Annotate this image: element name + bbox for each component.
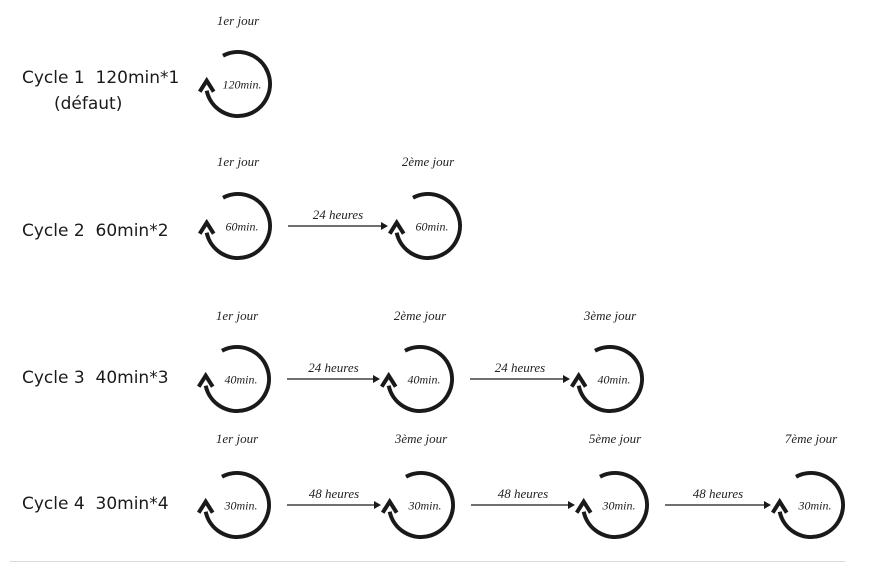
cycle-4-step-3-icon	[575, 471, 649, 539]
cycle-2-spec: 60min*2	[95, 221, 169, 241]
cycle-4-step-4-icon	[771, 471, 845, 539]
cycle-3-spec: 40min*3	[95, 368, 169, 388]
cycle-4-step-2-icon	[381, 471, 455, 539]
cycle-3-interval-2-arrow	[470, 375, 570, 383]
cycle-1-step-1-day: 1er jour	[216, 13, 260, 28]
cycle-1-step-1-duration: 120min.	[222, 77, 262, 92]
cycle-3-step-2-icon	[380, 345, 454, 413]
cycle-4-step-2-day: 3ème jour	[394, 431, 448, 446]
cycle-arc	[576, 345, 644, 413]
cycle-3-step-1-duration: 40min.	[224, 372, 258, 387]
cycle-3-title: Cycle 3 40min*3	[22, 368, 169, 388]
cycle-2-step-2-icon	[388, 192, 462, 260]
cycle-3-interval-1-label: 24 heures	[308, 360, 359, 375]
cycle-4-step-3-day: 5ème jour	[588, 431, 642, 446]
cycle-3-step-3-icon	[570, 345, 644, 413]
cycle-3-step-3-duration: 40min.	[597, 372, 631, 387]
cycle-4-interval-1-label: 48 heures	[308, 486, 360, 501]
interval-arrowhead	[373, 375, 380, 383]
cycle-4-title: Cycle 4 30min*4	[22, 494, 169, 514]
cycle-arc	[386, 345, 454, 413]
cycle-2-name: Cycle 2	[22, 221, 85, 241]
cycle-3-interval-2-label: 24 heures	[494, 360, 546, 375]
interval-arrowhead	[381, 222, 388, 230]
cycle-4-name: Cycle 4	[22, 494, 85, 514]
cycle-4-interval-3-label: 48 heures	[692, 486, 744, 501]
bottom-divider	[10, 561, 845, 562]
cycle-1-spec: 120min*1	[95, 68, 180, 88]
cycle-arrowhead	[381, 497, 399, 514]
cycle-3-step-3-day: 3ème jour	[583, 308, 637, 323]
cycle-4-spec: 30min*4	[95, 494, 169, 514]
cycle-arc	[203, 471, 271, 539]
cycle-4-interval-3-arrow	[665, 501, 771, 509]
cycle-1-note: (défaut)	[54, 94, 123, 114]
cycle-1-title: Cycle 1 120min*1	[22, 68, 179, 88]
cycle-arrowhead	[388, 218, 406, 235]
interval-arrowhead	[568, 501, 575, 509]
cycle-4-interval-2-label: 48 heures	[497, 486, 549, 501]
cycle-arrowhead	[575, 497, 593, 514]
cycle-2-interval-1-arrow	[288, 222, 388, 230]
cycle-2-step-2-day: 2ème jour	[401, 154, 455, 169]
cycle-arc	[203, 345, 271, 413]
cycle-2-step-1-icon	[198, 192, 272, 260]
interval-arrowhead	[563, 375, 570, 383]
cycle-4-step-1-icon	[197, 471, 271, 539]
cycle-3-name: Cycle 3	[22, 368, 85, 388]
cycle-arrowhead	[198, 76, 216, 93]
interval-arrowhead	[374, 501, 381, 509]
cycle-arrowhead	[198, 218, 216, 235]
cycle-4-step-1-duration: 30min.	[224, 498, 258, 513]
cycle-4-step-3-duration: 30min.	[602, 498, 636, 513]
cycle-3-step-2-duration: 40min.	[407, 372, 441, 387]
cycle-4-step-4-duration: 30min.	[798, 498, 832, 513]
cycle-arc	[581, 471, 649, 539]
cycle-2-step-2-duration: 60min.	[415, 219, 449, 234]
cycle-3-interval-1-arrow	[287, 375, 380, 383]
cycle-2-interval-1-label: 24 heures	[312, 207, 364, 222]
cycle-arrowhead	[570, 371, 588, 388]
cycle-arc	[204, 192, 272, 260]
cycle-arc	[777, 471, 845, 539]
cycle-3-step-1-day: 1er jour	[215, 308, 259, 323]
cycle-2-step-1-duration: 60min.	[225, 219, 259, 234]
cycle-4-interval-1-arrow	[287, 501, 381, 509]
cycle-4-step-2-duration: 30min.	[408, 498, 442, 513]
cycle-1-step-1-icon	[198, 50, 272, 118]
cycle-arrowhead	[771, 497, 789, 514]
cycle-3-step-2-day: 2ème jour	[393, 308, 447, 323]
cycle-arrowhead	[197, 371, 215, 388]
cycle-arc	[387, 471, 455, 539]
cycle-arc	[394, 192, 462, 260]
cycle-3-step-1-icon	[197, 345, 271, 413]
cycle-arrowhead	[380, 371, 398, 388]
cycle-arrowhead	[197, 497, 215, 514]
cycle-2-step-1-day: 1er jour	[216, 154, 260, 169]
interval-arrowhead	[764, 501, 771, 509]
cycle-2-title: Cycle 2 60min*2	[22, 221, 169, 241]
cycle-1-name: Cycle 1	[22, 68, 85, 88]
cycle-4-step-4-day: 7ème jour	[784, 431, 838, 446]
cycle-4-interval-2-arrow	[471, 501, 575, 509]
cycle-arc	[204, 50, 272, 118]
cycle-4-step-1-day: 1er jour	[215, 431, 259, 446]
